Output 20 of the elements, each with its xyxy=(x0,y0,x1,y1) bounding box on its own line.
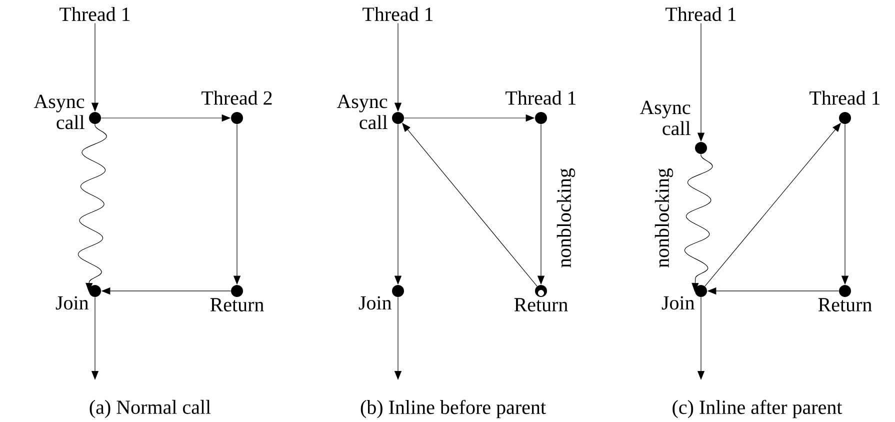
panel-caption: (c) Inline after parent xyxy=(672,400,842,418)
event-label: Return xyxy=(514,298,568,312)
event-label: Return xyxy=(818,298,872,312)
edge-label: nonblocking xyxy=(556,167,576,269)
event-label: Async call xyxy=(336,94,388,130)
event-label: Thread 2 xyxy=(202,90,272,105)
event-label: Async call xyxy=(640,100,690,136)
event-label: Thread 1 xyxy=(506,90,576,105)
thread-label: Thread 1 xyxy=(60,6,130,22)
event-label: Join xyxy=(358,296,392,310)
panel-caption: (b) Inline before parent xyxy=(360,400,546,418)
edge-label: nonblocking xyxy=(654,167,674,269)
thread-label: Thread 1 xyxy=(362,6,433,22)
thread-label: Thread 1 xyxy=(666,6,736,22)
event-label: Return xyxy=(210,298,264,312)
event-label: Join xyxy=(662,296,694,310)
event-label: Async call xyxy=(34,94,84,130)
event-label: Thread 1 xyxy=(810,90,880,105)
panel-caption: (a) Normal call xyxy=(90,400,211,418)
event-label: Join xyxy=(56,296,88,310)
